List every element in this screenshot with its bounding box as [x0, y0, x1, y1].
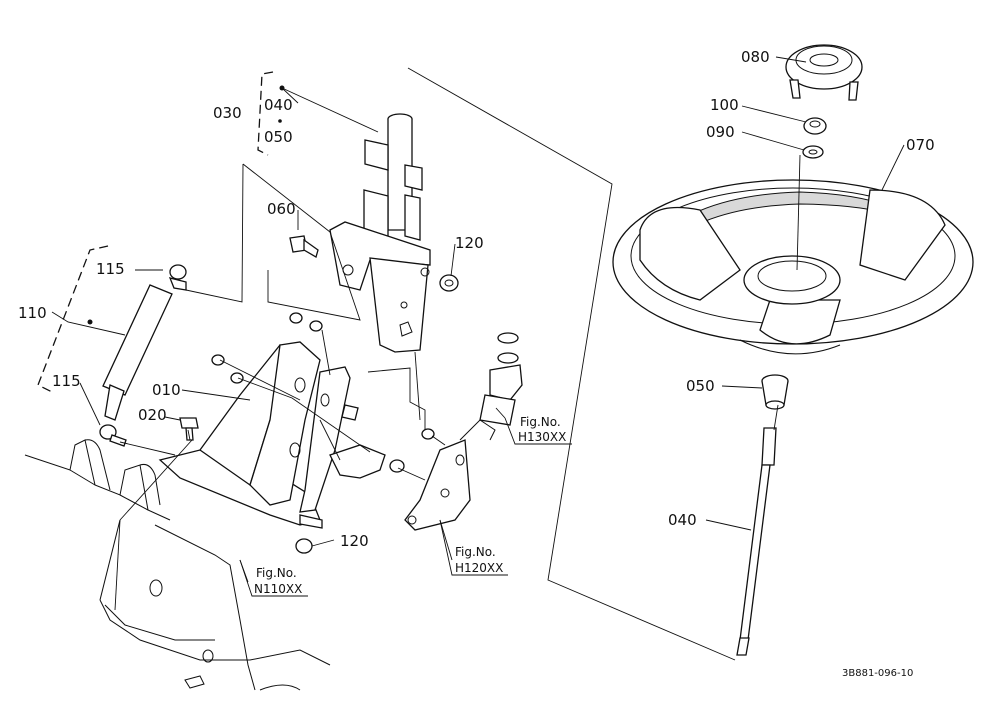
bolt-060: [289, 235, 319, 258]
label-040-upper: 040: [264, 96, 293, 114]
nut-100: [803, 117, 827, 135]
bushing-050: [761, 374, 789, 410]
leader-lines: [51, 56, 905, 583]
bracket-110-dashed: [37, 245, 109, 393]
center-cap-080: [785, 44, 863, 101]
label-030: 030: [213, 104, 242, 122]
steering-shaft-040: [736, 427, 777, 656]
label-090: 090: [706, 123, 735, 141]
steering-wheel-070: [612, 179, 974, 355]
frame-chassis: [24, 439, 331, 691]
washer-090: [802, 145, 824, 159]
drawing-code: 3B881-096-10: [842, 668, 913, 679]
bracket-030-dashed: [257, 71, 274, 156]
bolt-020: [179, 417, 199, 441]
marker-dot-030: [279, 85, 285, 91]
universal-joint: [459, 364, 523, 441]
label-070: 070: [906, 136, 935, 154]
figref-n110xx-code: N110XX: [254, 582, 302, 596]
label-010: 010: [152, 381, 181, 399]
figref-h120xx-code: H120XX: [455, 561, 503, 575]
gas-spring-110: [99, 264, 187, 447]
label-080: 080: [741, 48, 770, 66]
label-115-lower: 115: [52, 372, 81, 390]
marker-dot-110: [87, 319, 93, 325]
figref-h130xx-code: H130XX: [518, 430, 566, 444]
reference-lines: [114, 67, 801, 661]
figref-h130xx: Fig.No. H130XX: [504, 415, 572, 445]
label-050-upper: 050: [264, 128, 293, 146]
label-120-upper: 120: [455, 234, 484, 252]
label-020: 020: [138, 406, 167, 424]
label-040-lower: 040: [668, 511, 697, 529]
figref-n110xx-title: Fig.No.: [256, 566, 297, 580]
figref-h120xx: Fig.No. H120XX: [439, 519, 508, 576]
nut-120-upper: [439, 274, 459, 292]
bracket-010: [158, 341, 359, 554]
marker-dot-030-mid: [278, 119, 282, 123]
label-100: 100: [710, 96, 739, 114]
label-120-lower: 120: [340, 532, 369, 550]
label-060: 060: [267, 200, 296, 218]
washers: [211, 312, 519, 473]
label-050-lower: 050: [686, 377, 715, 395]
steering-column-030: [329, 113, 431, 353]
label-115-upper: 115: [96, 260, 125, 278]
linkage-levers: [329, 439, 471, 531]
figref-h130xx-title: Fig.No.: [520, 415, 561, 429]
label-110: 110: [18, 304, 47, 322]
figref-h120xx-title: Fig.No.: [455, 545, 496, 559]
figref-n110xx: Fig.No. N110XX: [239, 559, 308, 597]
